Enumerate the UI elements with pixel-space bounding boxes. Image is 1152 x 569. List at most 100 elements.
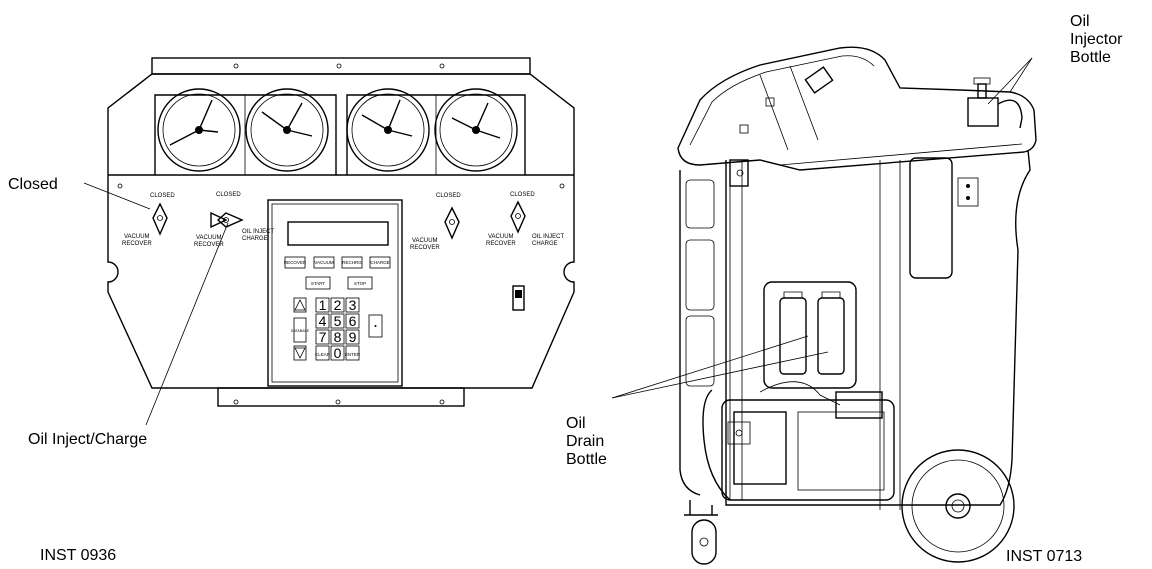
drain-leader-2 <box>611 351 829 399</box>
side-indicator <box>368 314 383 338</box>
svg-text:0: 0 <box>334 345 342 361</box>
top-hood <box>677 46 1037 171</box>
oil-injector-callout-line-1: Oil <box>1070 13 1090 30</box>
oil-injector-bottle <box>967 77 1023 129</box>
hinge-block <box>729 159 749 187</box>
charge-button <box>369 256 391 269</box>
svg-text:RECOVER: RECOVER <box>122 241 152 247</box>
valve-1: CLOSED VACUUM RECOVER <box>122 193 175 247</box>
svg-text:VACUUM: VACUUM <box>314 260 333 265</box>
number-keys: 1 2 3 4 5 6 7 8 9 CLEAR 0 ENTER <box>315 297 361 361</box>
mount-hole <box>336 63 342 69</box>
drain-bottle-2 <box>817 297 845 375</box>
mount-hole <box>439 399 445 405</box>
oil-inject-leader <box>145 222 229 426</box>
mount-hole <box>233 63 239 69</box>
svg-text:7: 7 <box>319 329 327 345</box>
figure-id-left: INST 0936 <box>40 547 116 564</box>
svg-text:CHARGE: CHARGE <box>370 260 389 265</box>
power-switch <box>512 285 525 311</box>
svg-text:6: 6 <box>349 313 357 329</box>
oil-injector-callout-line-2: Injector <box>1070 31 1123 48</box>
injector-leader-2 <box>987 57 1033 105</box>
hood-latch <box>804 66 834 94</box>
panel-hole <box>559 183 565 189</box>
svg-text:1: 1 <box>319 297 327 313</box>
vacuum-button <box>313 256 335 269</box>
recover-button <box>284 256 306 269</box>
svg-text:RECOVER: RECOVER <box>486 241 516 247</box>
svg-text:CLEAR: CLEAR <box>315 352 331 357</box>
oil-drain-callout-line-1: Oil <box>566 415 586 432</box>
mount-hole <box>335 399 341 405</box>
cabinet-body <box>725 149 1031 506</box>
side-cutout <box>685 179 715 229</box>
oil-inject-callout: Oil Inject/Charge <box>28 431 147 448</box>
oil-injector-callout-line-3: Bottle <box>1070 49 1111 66</box>
svg-text:OIL INJECT: OIL INJECT <box>532 234 564 240</box>
svg-text:RECOVER: RECOVER <box>284 260 307 265</box>
stop-button <box>347 276 373 290</box>
svg-text:CLOSED: CLOSED <box>150 193 175 199</box>
panel-outline <box>107 73 575 389</box>
down-arrow-key <box>293 345 307 361</box>
svg-text:VACUUM: VACUUM <box>196 235 222 241</box>
database-key <box>293 317 307 343</box>
injector-leader-1 <box>1009 57 1033 93</box>
svg-text:4: 4 <box>319 313 327 329</box>
drain-bottle-1 <box>779 297 807 375</box>
panel-hole <box>117 183 123 189</box>
svg-text:3: 3 <box>349 297 357 313</box>
oil-drain-bottle-bay <box>763 281 857 389</box>
valve-4: CLOSED VACUUM RECOVER OIL INJECT CHARGE <box>486 192 564 247</box>
valve-3: CLOSED VACUUM RECOVER <box>410 193 461 251</box>
svg-text:CHARGE: CHARGE <box>532 241 558 247</box>
svg-text:START: START <box>311 281 326 286</box>
bottom-mount-strip <box>217 387 465 407</box>
svg-text:CHARGE: CHARGE <box>242 236 268 242</box>
svg-text:2: 2 <box>334 297 342 313</box>
svg-text:CLOSED: CLOSED <box>510 192 535 198</box>
recharge-button <box>341 256 363 269</box>
up-arrow-key <box>293 297 307 313</box>
down-arrow-icon <box>294 347 306 359</box>
drain-leader-1 <box>611 335 809 399</box>
svg-text:8: 8 <box>334 329 342 345</box>
side-cutout <box>685 315 715 387</box>
svg-text:RECOVER: RECOVER <box>194 242 224 248</box>
gauge-housing-left <box>154 94 337 175</box>
oil-drain-callout-line-2: Drain <box>566 433 604 450</box>
control-panel: CLOSED VACUUM RECOVER CLOSED VACUUM RECO… <box>83 57 575 426</box>
svg-text:5: 5 <box>334 313 342 329</box>
svg-text:OIL INJECT: OIL INJECT <box>242 229 274 235</box>
svg-text:STOP: STOP <box>354 281 366 286</box>
closed-callout: Closed <box>8 176 58 193</box>
lcd-display <box>287 221 389 246</box>
svg-text:ENTER: ENTER <box>345 352 361 357</box>
machine-side-view <box>611 46 1037 565</box>
svg-text:CLOSED: CLOSED <box>216 192 241 198</box>
svg-text:RECOVER: RECOVER <box>410 245 440 251</box>
keypad-module: RECOVER VACUUM RECHRG CHARGE START STOP … <box>267 199 403 387</box>
mount-hole <box>439 63 445 69</box>
svg-text:VACUUM: VACUUM <box>488 234 514 240</box>
mount-hole <box>233 399 239 405</box>
rear-wheel <box>901 449 1015 563</box>
front-caster <box>684 500 718 565</box>
closed-leader <box>83 182 151 210</box>
svg-text:DATABASE: DATABASE <box>291 329 310 333</box>
gauge-3 <box>346 88 430 172</box>
rear-plate <box>957 177 979 207</box>
oil-drain-callout-line-3: Bottle <box>566 451 607 468</box>
side-cutout <box>685 239 715 311</box>
svg-text:RECHRG: RECHRG <box>342 260 362 265</box>
gauge-1 <box>157 88 241 172</box>
svg-text:VACUUM: VACUUM <box>124 234 150 240</box>
svg-text:CLOSED: CLOSED <box>436 193 461 199</box>
svg-text:VACUUM: VACUUM <box>412 238 438 244</box>
gauge-2 <box>245 88 329 172</box>
valve-2: CLOSED VACUUM RECOVER OIL INJECT CHARGE <box>194 192 274 248</box>
compressor <box>702 381 895 501</box>
